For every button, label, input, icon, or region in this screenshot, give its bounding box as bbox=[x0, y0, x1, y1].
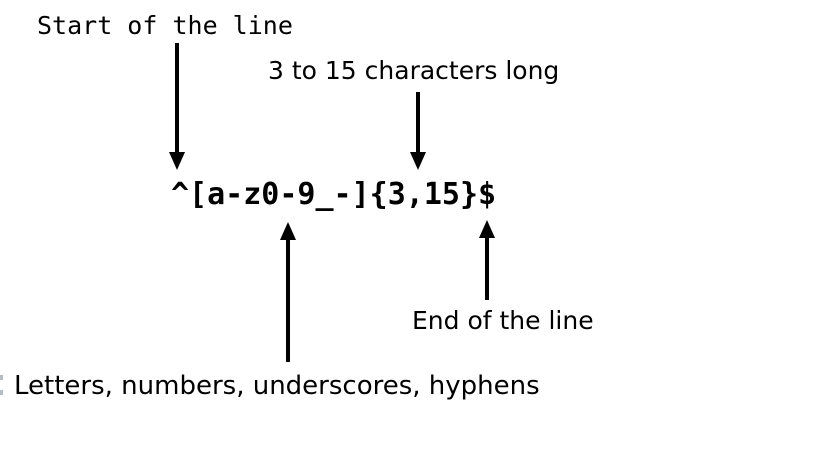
length-label: 3 to 15 characters long bbox=[268, 56, 560, 85]
left-edge-artifact-mark bbox=[0, 375, 3, 380]
left-edge-artifact-mark bbox=[0, 390, 3, 395]
charset-label: Letters, numbers, underscores, hyphens bbox=[14, 371, 540, 401]
end-of-line-label: End of the line bbox=[412, 306, 594, 335]
arrow-down-to-quantifier-icon bbox=[410, 92, 426, 170]
regex-pattern: ^[a-z0-9_-]{3,15}$ bbox=[171, 177, 497, 212]
arrow-up-to-dollar-icon bbox=[479, 220, 495, 300]
start-of-line-label: Start of the line bbox=[37, 11, 293, 40]
arrow-up-to-charclass-icon bbox=[280, 222, 296, 362]
arrow-down-to-caret-icon bbox=[169, 43, 185, 170]
